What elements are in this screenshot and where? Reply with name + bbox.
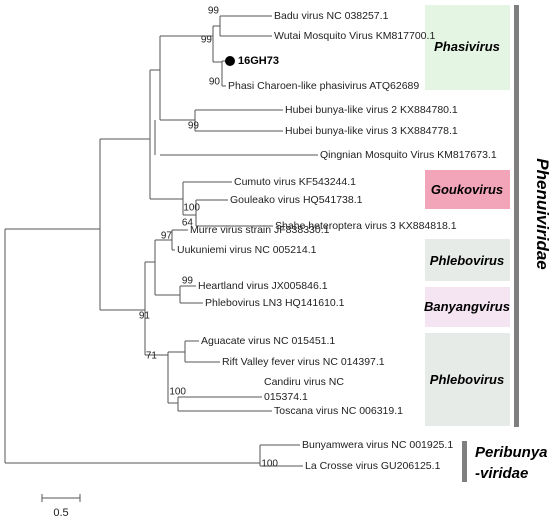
bootstrap-value: 99: [188, 121, 200, 132]
branch-lower-group: [144, 261, 168, 356]
branch-aguacate-rift: [184, 340, 220, 363]
family-label-viridae: -viridae: [475, 465, 528, 482]
tip-label: Toscana virus NC 006319.1: [274, 405, 403, 417]
branch-goukovirus: [182, 181, 232, 216]
bootstrap-value: 64: [182, 218, 194, 229]
tip-label: Hubei bunya-like virus 2 KX884780.1: [285, 104, 458, 116]
tip-label: Aguacate virus NC 015451.1: [201, 335, 335, 347]
tip-label: Phasi Charoen-like phasivirus ATQ62689: [228, 80, 419, 92]
branch-peribunyaviridae: [259, 444, 303, 467]
tip-label: Qingnian Mosquito Virus KM817673.1: [320, 149, 497, 161]
goukovirus-box: [425, 170, 510, 209]
phlebovirus-box-lower: [425, 333, 510, 426]
sample-marker-dot: [225, 56, 235, 66]
branch-phenui-backbone: [99, 138, 150, 311]
scale-bar: [41, 494, 81, 502]
phasivirus-box: [425, 5, 510, 90]
tip-label: Murre virus strain JF838330.1: [190, 224, 330, 236]
tip-label: Cumuto virus KF543244.1: [234, 176, 356, 188]
tip-label: Badu virus NC 038257.1: [274, 10, 389, 22]
bootstrap-value: 97: [161, 231, 173, 242]
tip-label-sample: 16GH73: [238, 55, 279, 67]
branch-badu-wutai: [219, 15, 272, 37]
branch-phasivirus: [212, 25, 222, 63]
clade-label-phasivirus: Phasivirus: [434, 39, 500, 54]
branch-murre-uuk: [171, 229, 188, 251]
banyangvirus-box: [425, 287, 510, 327]
clade-label-phlebovirus-upper: Phlebovirus: [430, 253, 504, 268]
clade-label-phlebovirus-lower: Phlebovirus: [430, 372, 504, 387]
phenuiviridae-bar: [514, 5, 519, 427]
tree-branches: [4, 15, 318, 467]
bootstrap-value: 99: [208, 6, 220, 17]
bootstrap-value: 71: [146, 351, 158, 362]
branch-hubei: [194, 109, 283, 132]
tip-label: Shahe heteroptera virus 3 KX884818.1: [275, 220, 457, 232]
bootstrap-value: 100: [169, 387, 186, 398]
tip-label: Candiru virus NC: [264, 376, 344, 388]
tip-label: Wutai Mosquito Virus KM817700.1: [274, 30, 435, 42]
bootstrap-value: 99: [182, 276, 194, 287]
tip-label: Phlebovirus LN3 HQ141610.1: [205, 297, 345, 309]
bootstrap-value: 100: [183, 203, 200, 214]
branch-root: [4, 228, 260, 464]
clade-label-goukovirus: Goukovirus: [431, 182, 503, 197]
bootstrap-value: 100: [261, 459, 278, 470]
tip-label: Gouleako virus HQ541738.1: [230, 194, 363, 206]
branch-phlebo-lower: [167, 351, 185, 404]
family-label-peribunya: Peribunya: [475, 444, 548, 461]
tip-label: 015374.1: [264, 391, 308, 403]
tip-label: Uukuniemi virus NC 005214.1: [177, 244, 317, 256]
family-label-phenuiviridae: Phenuiviridae: [533, 158, 550, 269]
bootstrap-value: 91: [139, 311, 151, 322]
scale-bar-label: 0.5: [53, 507, 68, 519]
clade-label-banyangvirus: Banyangvirus: [424, 299, 510, 314]
tip-label: Rift Valley fever virus NC 014397.1: [222, 356, 385, 368]
phlebovirus-box-upper: [425, 239, 510, 281]
branch-phasi-hubei: [159, 35, 318, 156]
peribunyaviridae-bar: [462, 441, 467, 482]
tip-label: Hubei bunya-like virus 3 KX884778.1: [285, 125, 458, 137]
tip-label: Heartland virus JX005846.1: [198, 280, 328, 292]
branch-uuk-banyang: [154, 239, 180, 296]
branch-heartland-ln3: [179, 285, 203, 304]
branch-candiru-toscana: [177, 396, 272, 412]
branch-gouleako-shahe: [195, 199, 273, 227]
tip-label: Bunyamwera virus NC 001925.1: [302, 439, 453, 451]
bootstrap-value: 99: [201, 35, 213, 46]
bootstrap-value: 90: [209, 77, 221, 88]
tip-label: La Crosse virus GU206125.1: [305, 460, 441, 472]
branch-upper-group: [149, 69, 183, 200]
